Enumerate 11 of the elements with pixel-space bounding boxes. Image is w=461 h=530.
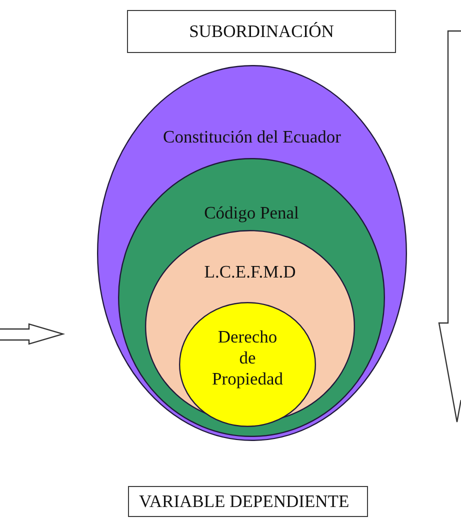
heading-text: VARIABLE DEPENDIENTE [139, 491, 350, 512]
region-label: Constitución del Ecuador [163, 126, 341, 148]
heading-frame [128, 486, 368, 517]
heading-text: SUBORDINACIÓN [189, 21, 334, 42]
region-label: Código Penal [204, 202, 299, 224]
nested-ellipse [97, 65, 407, 441]
nested-ellipse [179, 302, 316, 427]
region-label: Derecho de Propiedad [211, 326, 284, 390]
heading-frame [127, 10, 396, 53]
region-label: L.C.E.F.M.D [204, 262, 296, 282]
nested-ellipse [118, 158, 385, 437]
